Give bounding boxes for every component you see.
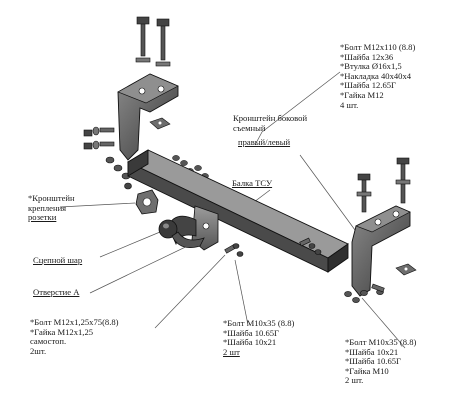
kit-line: *Болт М10х35 (8.8): [345, 337, 417, 347]
plate-right: [395, 263, 417, 276]
label-top-right-kit: *Болт М12х110 (8.8) *Шайба 12х36 *Втулка…: [340, 42, 416, 110]
kit-qty: 4 шт.: [340, 99, 359, 110]
label-side-bracket: Кронштейн боковой съемный: [233, 113, 308, 133]
label-bottom-mid-kit: *Болт М10х35 (8.8) *Шайба 10.65Г *Шайба …: [223, 318, 295, 357]
plate-left: [149, 117, 171, 130]
label-beam: Балка ТСУ: [232, 178, 273, 188]
label-bottom-right-kit: *Болт М10х35 (8.8) *Шайба 10х21 *Шайба 1…: [345, 337, 417, 386]
hardware-mid-bottom: [299, 237, 322, 255]
towbar-beam: [127, 149, 349, 273]
side-bracket-left: [117, 73, 179, 161]
kit-qty: 2 шт.: [345, 375, 364, 386]
bolt-top-left-1: [135, 16, 151, 63]
kit-line: *Гайка М10: [345, 365, 389, 376]
label-hole: Отверстие А: [33, 287, 80, 297]
kit-line: *Шайба 10.65Г: [223, 327, 280, 338]
kit-line: *Шайба 10.65Г: [345, 356, 402, 367]
label-line: крепления: [28, 202, 67, 213]
kit-line: *Шайба 10х21: [223, 337, 277, 348]
kit-line: самостоп.: [30, 336, 67, 347]
label-socket-bracket: *Кронштейн крепления розетки: [28, 193, 75, 223]
kit-line: *Накладка 40х40х4: [340, 70, 412, 81]
kit-qty: 2шт.: [30, 345, 47, 356]
kit-line: *Гайка М12х1,25: [30, 326, 94, 337]
hardware-left: [83, 126, 132, 190]
kit-line: *Болт М12х1,25х75(8.8): [30, 317, 119, 327]
label-bottom-left-kit: *Болт М12х1,25х75(8.8) *Гайка М12х1,25 с…: [30, 317, 119, 356]
bolt-mount: [224, 243, 244, 257]
bolt-right-1: [356, 173, 372, 213]
label-ball: Сцепной шар: [33, 255, 83, 265]
socket-bracket: [135, 189, 159, 215]
hardware-right: [344, 283, 385, 303]
kit-line: *Втулка Ø16х1,5: [340, 61, 402, 72]
side-bracket-right: [351, 205, 411, 297]
kit-line: *Шайба 12х36: [340, 51, 394, 62]
bolt-top-left-2: [155, 18, 171, 67]
tow-ball: [158, 219, 205, 249]
bolt-right-2: [395, 157, 411, 204]
label-line: съемный: [233, 122, 266, 133]
kit-line: *Гайка М12: [340, 89, 384, 100]
kit-line: *Шайба 12.65Г: [340, 80, 397, 91]
label-line: Кронштейн боковой: [233, 113, 308, 123]
kit-line: *Болт М10х35 (8.8): [223, 318, 295, 328]
label-line: розетки: [28, 212, 57, 223]
leader-lines: [59, 71, 406, 349]
kit-line: *Болт М12х110 (8.8): [340, 42, 416, 52]
kit-qty: 2 шт: [223, 346, 240, 357]
label-side-bracket-lr: правый/левый: [238, 137, 291, 147]
label-line: *Кронштейн: [28, 193, 75, 203]
kit-line: *Шайба 10х21: [345, 346, 399, 357]
